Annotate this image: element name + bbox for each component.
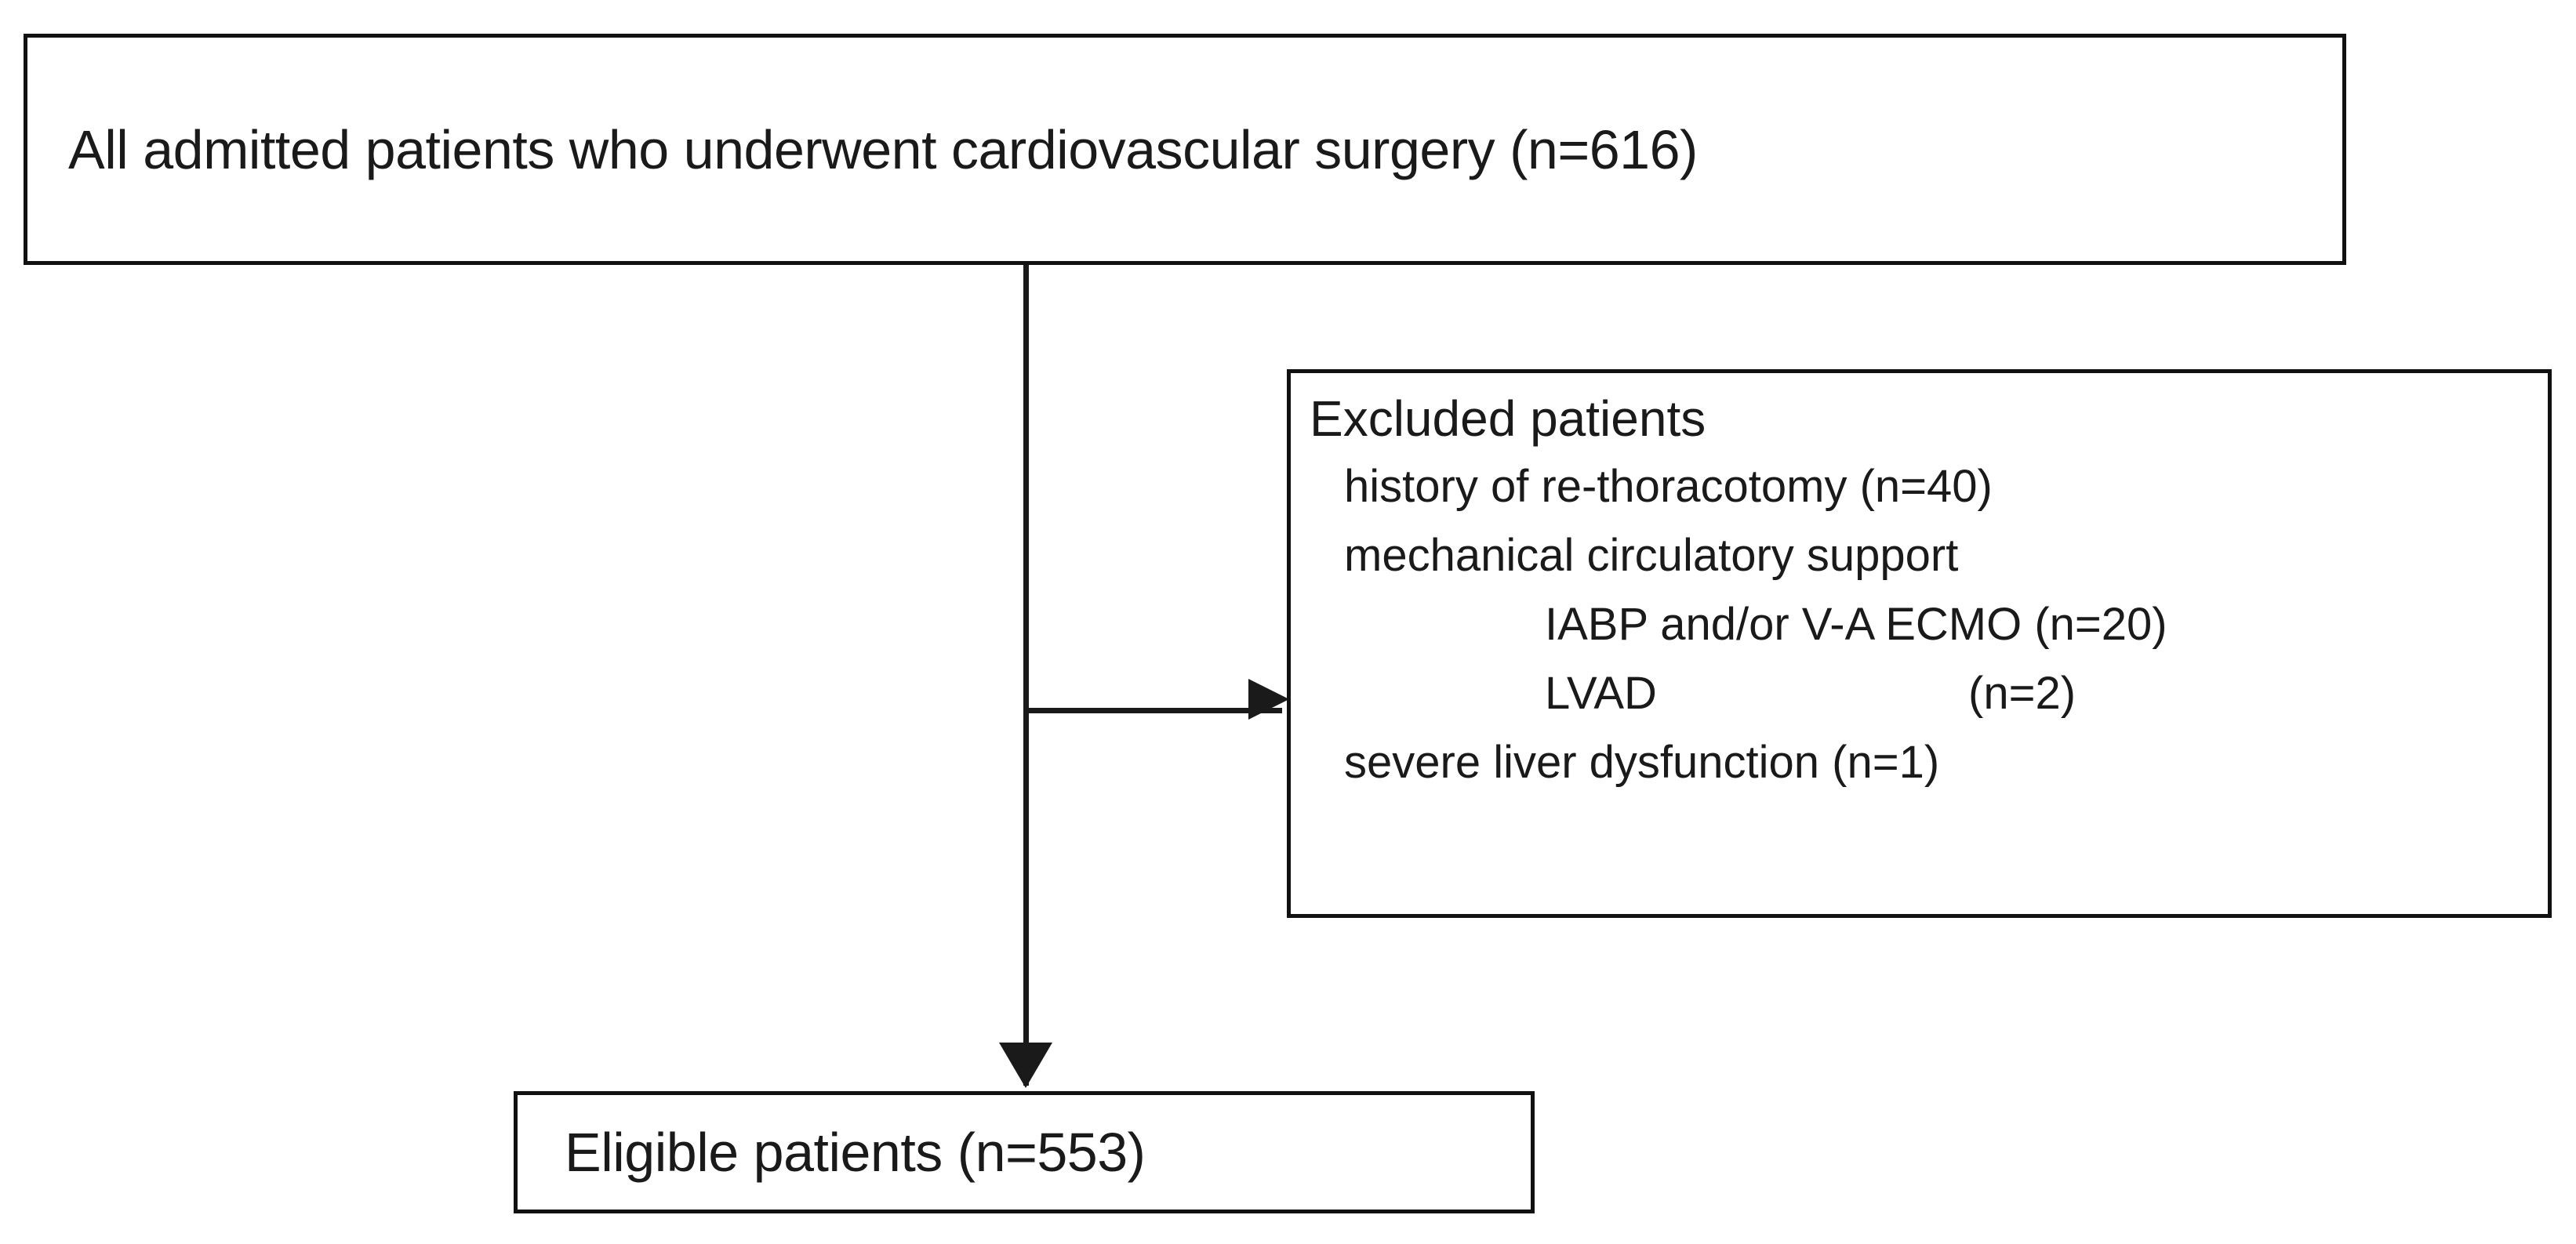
excluded-item-lvad-label: LVAD [1545,668,1657,719]
excluded-item-iabp-ecmo: IABP and/or V-A ECMO (n=20) [1545,599,2167,650]
excluded-item-mechanical-circulatory-support: mechanical circulatory support [1344,530,1959,581]
arrow-right-icon [1248,679,1289,720]
connector-trunk-vertical-line [1023,265,1029,1086]
excluded-item-re-thoracotomy: history of re-thoracotomy (n=40) [1344,461,1993,512]
box-eligible-patients: Eligible patients (n=553) [514,1091,1535,1213]
excluded-item-lvad-count: (n=2) [1968,668,2076,719]
box-all-admitted-patients: All admitted patients who underwent card… [24,34,2346,265]
arrow-down-icon [999,1043,1052,1088]
excluded-item-lvad-row: LVAD (n=2) [1310,671,2548,716]
excluded-patients-heading: Excluded patients [1310,390,1706,447]
eligible-patients-label: Eligible patients (n=553) [565,1122,1146,1183]
excluded-item-severe-liver-dysfunction: severe liver dysfunction (n=1) [1344,737,1940,788]
connector-branch-horizontal-line [1023,708,1282,713]
box-excluded-patients: Excluded patients history of re-thoracot… [1287,369,2552,918]
all-admitted-patients-label: All admitted patients who underwent card… [68,118,1698,180]
